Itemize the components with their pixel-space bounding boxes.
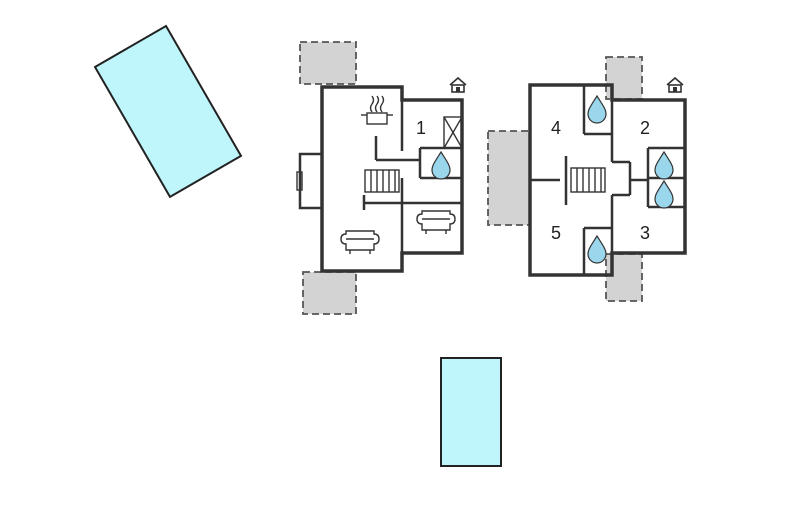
- ground-floor: 1: [296, 76, 467, 273]
- fireplace-opening: [296, 171, 303, 191]
- water-drop-icon: [587, 234, 607, 264]
- terrace-bottom-left: [302, 271, 357, 315]
- water-drop-icon: [431, 150, 451, 180]
- kitchen-pot-icon: [361, 95, 393, 125]
- water-drop-icon: [654, 179, 674, 209]
- upper-floor-outer-wall: [528, 83, 687, 277]
- room-number-4: 4: [551, 118, 561, 138]
- sofa-icon: [340, 230, 380, 254]
- fireplace: [298, 152, 324, 210]
- upper-floor: 4 2 5 3: [528, 76, 687, 277]
- room-number-3: 3: [640, 223, 650, 243]
- room-number-5: 5: [551, 223, 561, 243]
- stairs-icon: [570, 167, 606, 193]
- stairs-icon: [364, 169, 400, 193]
- room-number-1: 1: [416, 118, 426, 138]
- water-drop-icon: [587, 94, 607, 124]
- house-icon: [666, 76, 684, 93]
- terrace-left-right-house: [487, 130, 531, 226]
- room-number-2: 2: [640, 118, 650, 138]
- water-drop-icon: [654, 150, 674, 180]
- pool-left: [93, 24, 243, 199]
- sofa-icon: [416, 210, 456, 234]
- pool-bottom: [440, 357, 502, 467]
- house-icon: [449, 76, 467, 93]
- terrace-top-left: [299, 41, 357, 85]
- ground-floor-outer-wall: [320, 85, 464, 273]
- chimney-box: [443, 116, 463, 149]
